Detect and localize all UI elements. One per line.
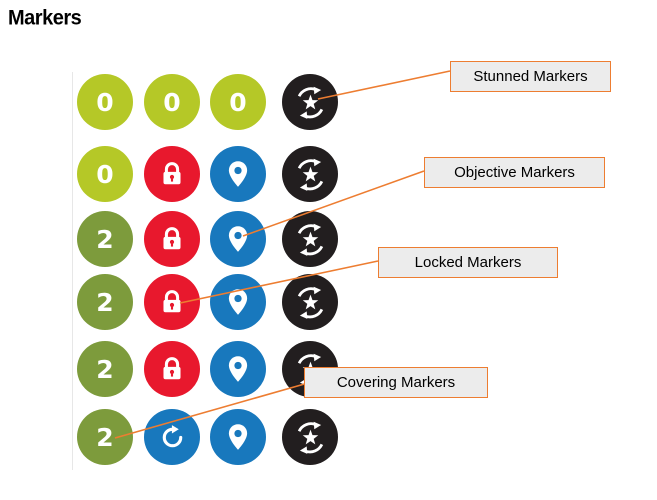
rotate-arrow-icon <box>162 423 182 447</box>
number-marker: 2 <box>77 409 133 465</box>
objective-marker <box>210 409 266 465</box>
marker-value: 0 <box>96 87 114 117</box>
objective-marker <box>210 274 266 330</box>
stunned-marker <box>282 146 338 202</box>
stunned-star-icon <box>297 221 323 257</box>
stunned-markers-label: Stunned Markers <box>450 61 611 92</box>
marker-value: 2 <box>96 354 114 384</box>
location-pin-icon <box>228 356 248 382</box>
location-pin-icon <box>228 424 248 450</box>
covering-marker <box>144 409 200 465</box>
objective-markers-label: Objective Markers <box>424 157 605 188</box>
locked-marker <box>144 146 200 202</box>
objective-marker <box>210 211 266 267</box>
lock-icon <box>161 162 183 186</box>
lock-icon <box>161 357 183 381</box>
marker-value: 0 <box>96 159 114 189</box>
locked-marker <box>144 274 200 330</box>
number-marker: 0 <box>77 74 133 130</box>
marker-value: 2 <box>96 422 114 452</box>
location-pin-icon <box>228 161 248 187</box>
stunned-star-icon <box>297 419 323 455</box>
page-title: Markers <box>8 6 82 30</box>
stunned-star-icon <box>297 84 323 120</box>
callout-line-stunned <box>317 70 451 100</box>
stunned-marker <box>282 274 338 330</box>
table-edge-line <box>72 72 73 470</box>
location-pin-icon <box>228 289 248 315</box>
number-marker: 2 <box>77 274 133 330</box>
lock-icon <box>161 227 183 251</box>
lock-icon <box>161 290 183 314</box>
locked-marker <box>144 341 200 397</box>
locked-markers-label: Locked Markers <box>378 247 558 278</box>
stunned-star-icon <box>297 284 323 320</box>
location-pin-icon <box>228 226 248 252</box>
objective-marker <box>210 146 266 202</box>
stunned-star-icon <box>297 156 323 192</box>
covering-markers-label: Covering Markers <box>304 367 488 398</box>
number-marker: 2 <box>77 211 133 267</box>
stunned-marker <box>282 211 338 267</box>
number-marker: 0 <box>144 74 200 130</box>
marker-value: 0 <box>163 87 181 117</box>
number-marker: 2 <box>77 341 133 397</box>
marker-value: 2 <box>96 287 114 317</box>
marker-value: 0 <box>229 87 247 117</box>
objective-marker <box>210 341 266 397</box>
stunned-marker <box>282 74 338 130</box>
stunned-marker <box>282 409 338 465</box>
marker-value: 2 <box>96 224 114 254</box>
locked-marker <box>144 211 200 267</box>
number-marker: 0 <box>210 74 266 130</box>
number-marker: 0 <box>77 146 133 202</box>
